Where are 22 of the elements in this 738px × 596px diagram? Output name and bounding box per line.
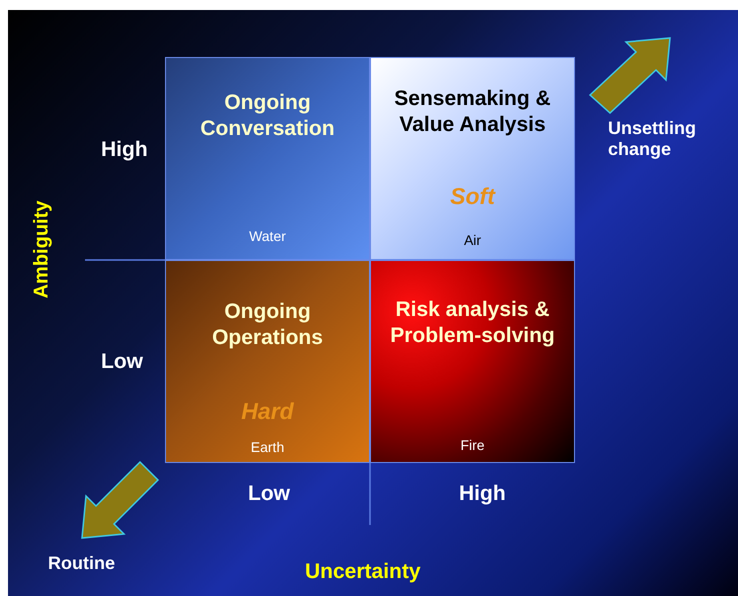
- element-label: Air: [462, 232, 482, 250]
- element-label: Fire: [459, 437, 486, 454]
- quadrant-box: [165, 57, 370, 260]
- quadrant-title: Sensemaking & Value Analysis: [393, 86, 552, 138]
- element-label: Earth: [250, 439, 286, 456]
- quadrant-title: Risk analysis & Problem-solving: [389, 297, 556, 350]
- direction-label: Unsettling change: [608, 118, 697, 160]
- quadrant-box: [370, 260, 575, 463]
- axis-tick-label: Low: [248, 482, 290, 506]
- quadrant-note: Hard: [240, 397, 295, 426]
- quadrant-note: Soft: [449, 182, 497, 211]
- axis-tick-label: High: [101, 138, 148, 162]
- direction-label: Routine: [48, 553, 115, 574]
- axis-tick-label: Low: [101, 350, 143, 374]
- quadrant-box: [165, 260, 370, 463]
- quadrant-box: [370, 57, 575, 260]
- axis-title: Ambiguity: [30, 200, 54, 298]
- element-label: Water: [248, 228, 287, 246]
- axis-tick-label: High: [459, 482, 506, 506]
- axis-title: Uncertainty: [305, 560, 421, 584]
- quadrant-title: Ongoing Operations: [211, 299, 324, 352]
- quadrant-title: Ongoing Conversation: [199, 90, 336, 142]
